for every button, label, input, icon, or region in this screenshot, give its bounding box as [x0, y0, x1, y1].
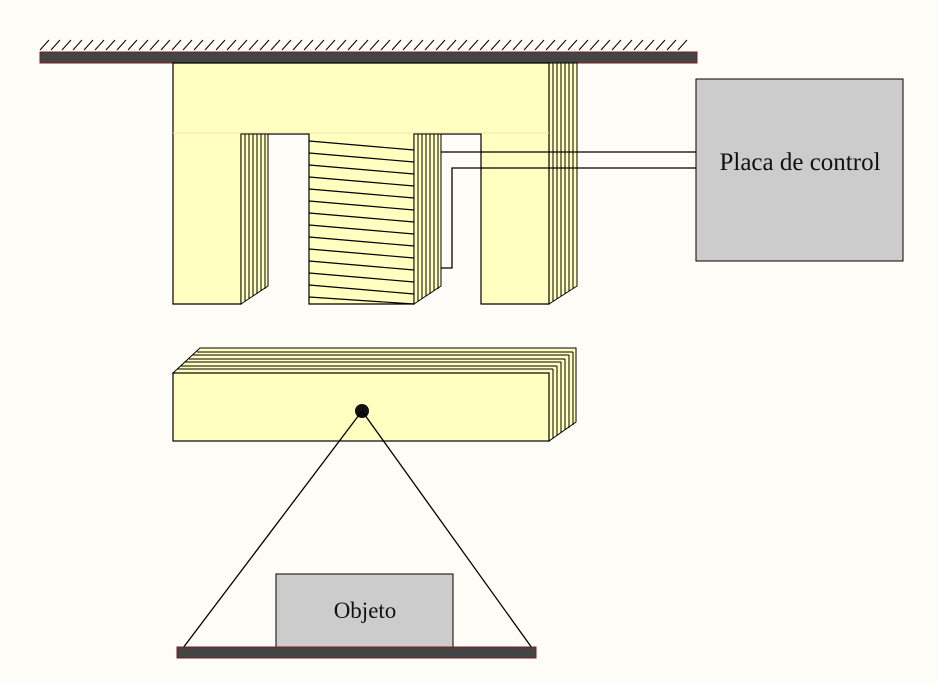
coil-winding — [308, 140, 415, 305]
center-leg-laminations — [413, 133, 442, 305]
ceiling-hatching — [39, 39, 688, 51]
suspension-cables — [182, 410, 533, 649]
platform-bar — [176, 646, 537, 659]
left-slot-laminations — [240, 133, 269, 305]
lifted-object: Objeto — [275, 573, 454, 648]
object-box — [275, 573, 454, 648]
ceiling-bar — [39, 51, 698, 64]
armature-bar — [171, 347, 577, 442]
object-label: Objeto — [334, 598, 397, 623]
core-laminations-right — [548, 62, 578, 305]
coil-leads — [441, 151, 696, 269]
ceiling-support — [39, 39, 698, 64]
electromagnet-core — [172, 62, 696, 305]
control-board: Placa de control — [695, 78, 904, 262]
core-body — [172, 62, 550, 305]
control-board-label: Placa de control — [719, 149, 880, 176]
control-board-box — [695, 78, 904, 262]
